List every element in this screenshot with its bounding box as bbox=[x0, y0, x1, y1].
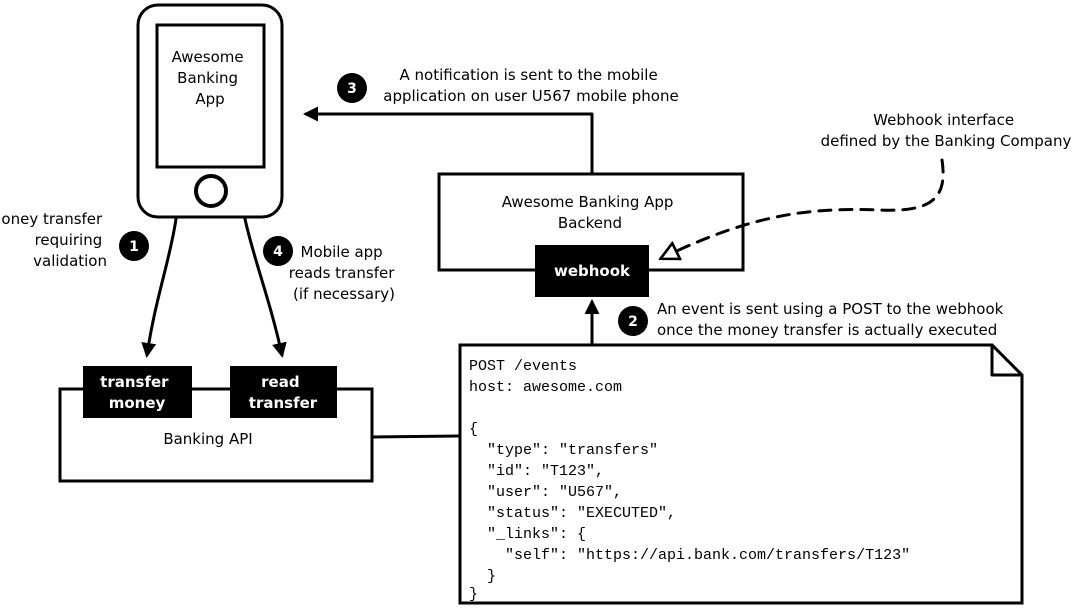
step-4-number: 4 bbox=[273, 244, 283, 260]
step-1-number: 1 bbox=[129, 239, 139, 255]
read-transfer-endpoint bbox=[230, 366, 337, 418]
step-3-badge bbox=[337, 73, 367, 103]
arrow-webhook-interface bbox=[662, 158, 945, 258]
request-note: POST /events host: awesome.com { "type":… bbox=[458, 343, 1024, 605]
arrow-read-transfer bbox=[243, 217, 287, 358]
phone-app-label: Awesome Banking App bbox=[172, 48, 249, 108]
step-4-badge bbox=[263, 236, 293, 266]
transfer-money-label: transfer money bbox=[100, 373, 174, 412]
request-body: POST /events host: awesome.com { "type":… bbox=[469, 358, 910, 603]
read-transfer-label: read transfer bbox=[249, 373, 318, 412]
phone-home-button bbox=[194, 174, 228, 208]
step-4: 4 Mobile app reads transfer (if necessar… bbox=[263, 236, 399, 303]
step-3: 3 A notification is sent to the mobile a… bbox=[337, 66, 679, 105]
request-note-box bbox=[458, 343, 1024, 605]
backend: Awesome Banking App Backend webhook bbox=[437, 172, 745, 297]
phone-screen bbox=[155, 23, 266, 169]
step-3-number: 3 bbox=[347, 81, 357, 97]
step-1-badge bbox=[119, 231, 149, 261]
note-folded-corner bbox=[990, 343, 1024, 377]
webhook-endpoint bbox=[535, 245, 649, 297]
webhook-label: webhook bbox=[554, 262, 631, 280]
step-3-text: A notification is sent to the mobile app… bbox=[383, 66, 678, 105]
backend-title: Awesome Banking App Backend bbox=[502, 193, 678, 232]
arrow-notification bbox=[303, 106, 594, 174]
api-to-request-connector bbox=[370, 434, 462, 439]
step-4-text: Mobile app reads transfer (if necessary) bbox=[289, 243, 399, 303]
banking-api-label: Banking API bbox=[163, 430, 252, 448]
webhook-interface-note: Webhook interface defined by the Banking… bbox=[821, 111, 1072, 150]
banking-api: Banking API transfer money read transfer bbox=[58, 366, 374, 483]
step-2: 2 An event is sent using a POST to the w… bbox=[618, 300, 1008, 339]
step-1-text: Money transfer requiring validation bbox=[0, 210, 107, 270]
step-2-badge bbox=[618, 306, 648, 336]
transfer-money-endpoint bbox=[83, 366, 192, 418]
step-2-number: 2 bbox=[628, 314, 638, 330]
arrow-transfer-money bbox=[141, 217, 178, 358]
step-1: Money transfer requiring validation 1 bbox=[0, 210, 149, 270]
step-2-text: An event is sent using a POST to the web… bbox=[657, 300, 1008, 339]
mobile-phone: Awesome Banking App bbox=[136, 3, 284, 219]
